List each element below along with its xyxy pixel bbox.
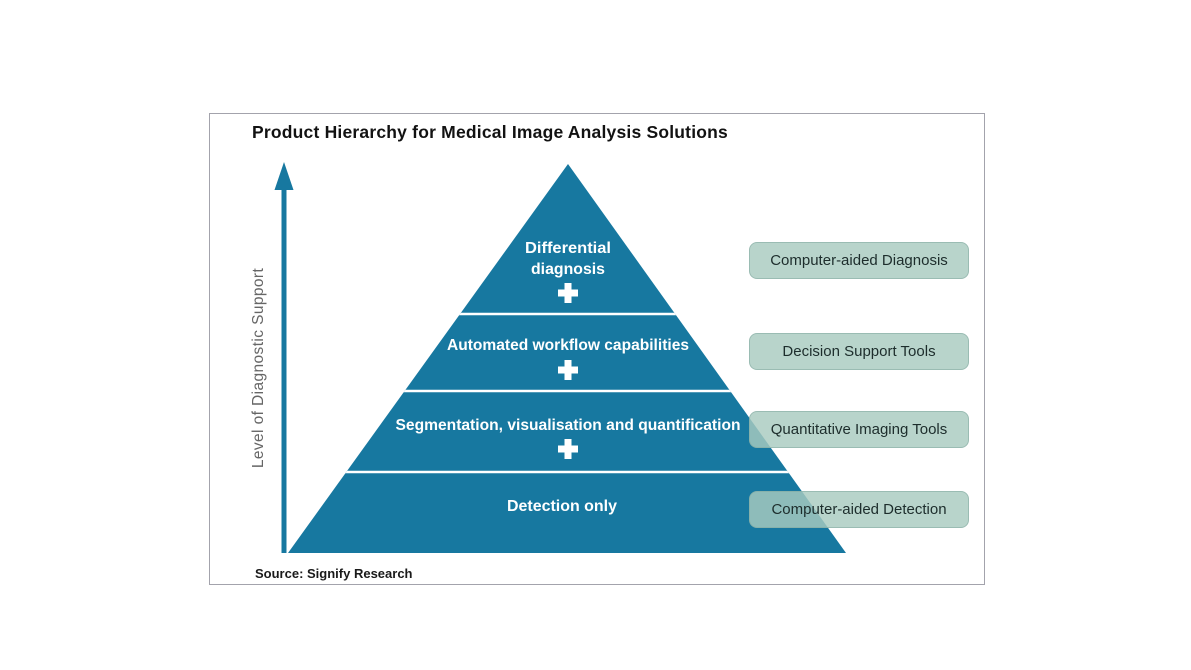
plus-icon	[558, 439, 578, 459]
plus-icon	[558, 283, 578, 303]
pyramid-diagram: Differential diagnosis Automated workflo…	[250, 162, 846, 553]
axis-label: Level of Diagnostic Support	[250, 268, 267, 469]
badge-quantitative-imaging-tools: Quantitative Imaging Tools	[749, 411, 969, 448]
figure-frame: Product Hierarchy for Medical Image Anal…	[209, 113, 985, 585]
figure-title: Product Hierarchy for Medical Image Anal…	[252, 122, 728, 142]
level-label-detection-only: Detection only	[507, 498, 617, 515]
badge-computer-aided-diagnosis: Computer-aided Diagnosis	[749, 242, 969, 279]
pyramid-shape	[288, 164, 846, 553]
level-label-automated-workflow: Automated workflow capabilities	[447, 337, 689, 354]
axis-arrow-shaft	[281, 188, 287, 553]
level-label-differential-line1: Differential	[525, 240, 611, 257]
level-label-differential-line2: diagnosis	[531, 261, 605, 278]
plus-icon	[558, 360, 578, 380]
level-label-segmentation: Segmentation, visualisation and quantifi…	[396, 417, 741, 434]
badge-computer-aided-detection: Computer-aided Detection	[749, 491, 969, 528]
source-attribution: Source: Signify Research	[255, 566, 413, 581]
badge-decision-support-tools: Decision Support Tools	[749, 333, 969, 370]
axis-arrow-head-icon	[274, 162, 294, 190]
